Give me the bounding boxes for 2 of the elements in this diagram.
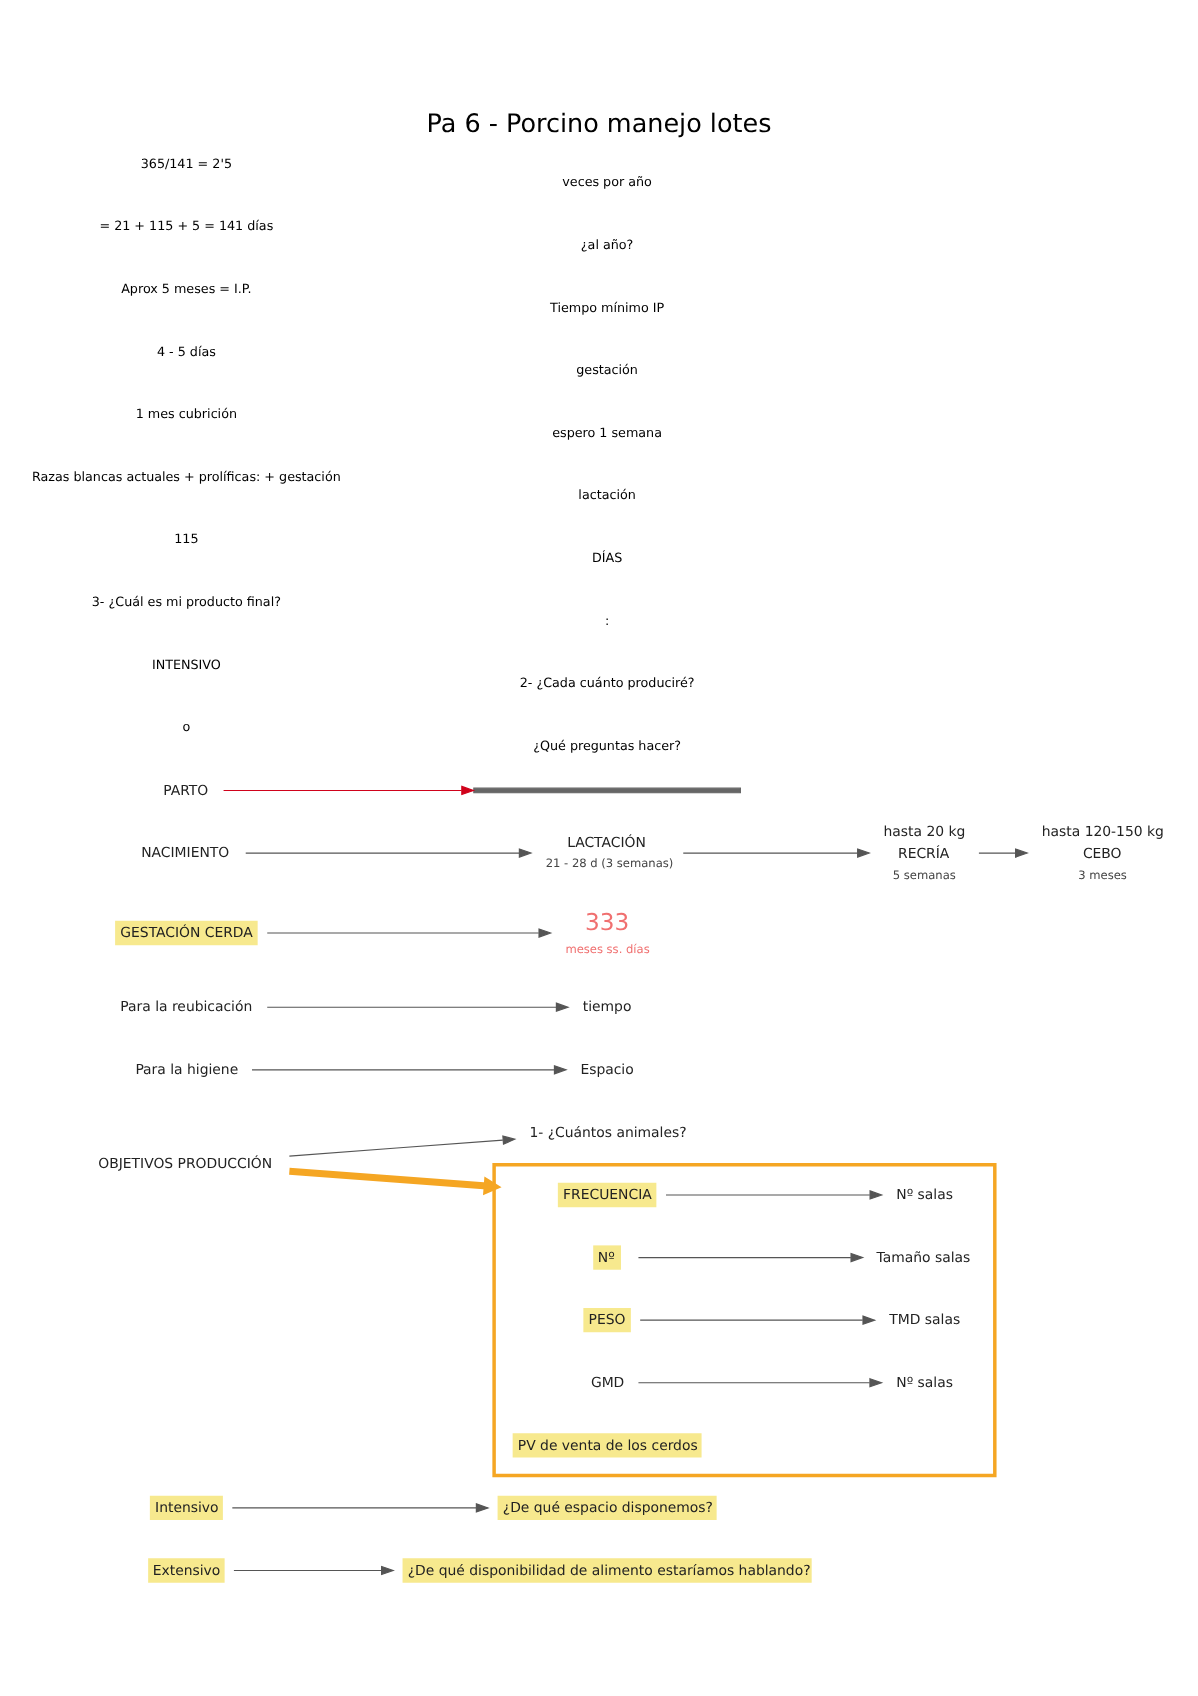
node-text: 333 bbox=[585, 906, 630, 935]
diagram-title: Pa 6 - Porcino manejo lotes bbox=[426, 108, 772, 139]
